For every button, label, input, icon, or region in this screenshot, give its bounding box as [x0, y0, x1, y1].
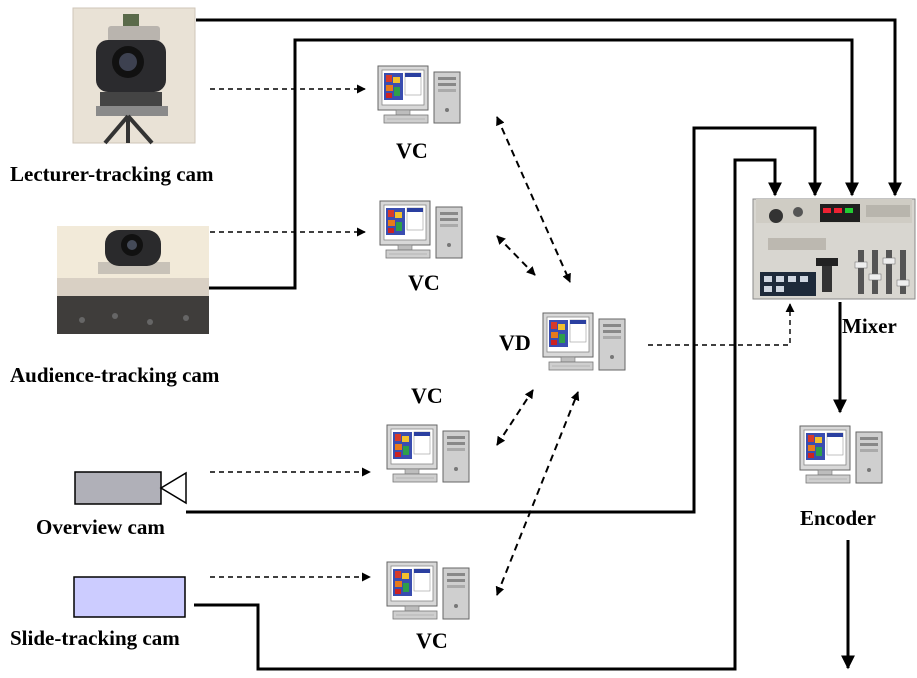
vc4-vd-link [495, 391, 580, 596]
vc4-label: VC [416, 628, 448, 653]
vc2-vd-link [496, 235, 536, 276]
encoder-label: Encoder [800, 506, 876, 530]
vd-computer-icon [542, 312, 626, 371]
vd-to-mixer-dashed [648, 303, 795, 346]
encoder-computer-icon [799, 425, 883, 484]
slide-cam-icon [73, 576, 186, 618]
vc2-computer-icon [379, 200, 463, 259]
mixer-label: Mixer [842, 314, 897, 338]
lecturer-cam-photo [72, 7, 196, 145]
vc1-vd-link [496, 116, 571, 283]
vd-label: VD [499, 330, 531, 355]
vc2-label: VC [408, 270, 440, 295]
audience-signal-line [208, 38, 859, 290]
overview-signal-line [186, 126, 822, 514]
lecturer-cam-label: Lecturer-tracking cam [10, 162, 214, 186]
vc3-vd-link [496, 389, 534, 446]
mixer-icon [752, 198, 916, 300]
vc1-computer-icon [377, 65, 461, 124]
vc4-computer-icon [386, 561, 470, 620]
lecturer-signal-line [196, 18, 902, 197]
audience-cam-photo [57, 226, 209, 334]
overview-cam-icon [74, 471, 187, 505]
audience-cam-label: Audience-tracking cam [10, 363, 220, 387]
vc3-computer-icon [386, 424, 470, 483]
slide-signal-line [194, 158, 782, 671]
slide-cam-label: Slide-tracking cam [10, 626, 180, 650]
vc3-label: VC [411, 383, 443, 408]
vc1-label: VC [396, 138, 428, 163]
overview-cam-label: Overview cam [36, 515, 165, 539]
